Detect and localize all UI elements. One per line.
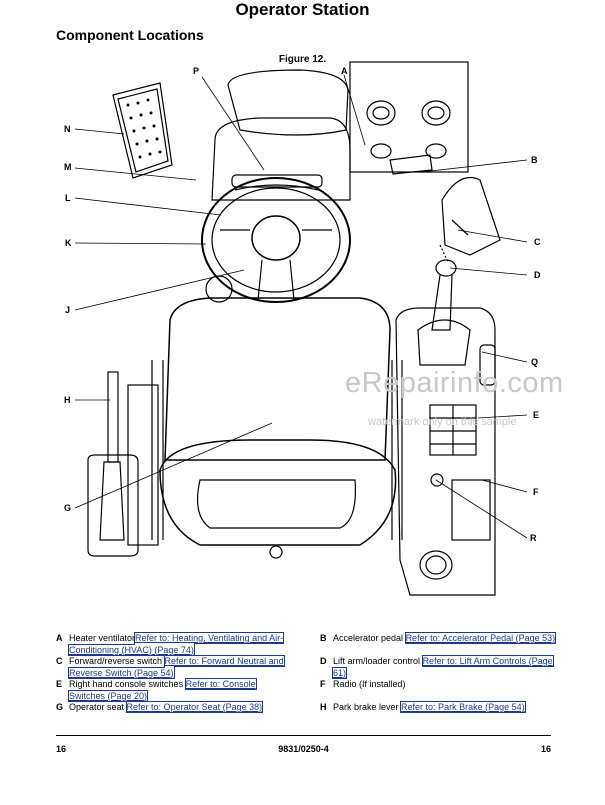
callout-q: Q [531, 357, 539, 367]
legend-text: Operator seat [69, 702, 125, 712]
callout-e: E [533, 410, 540, 420]
callout-j: J [65, 305, 71, 315]
callout-h: H [64, 395, 71, 405]
legend-text: Forward/reverse switch [69, 656, 163, 666]
legend-text: Right hand console switches [69, 679, 184, 689]
legend-key: F [320, 679, 326, 689]
legend-key: D [320, 656, 327, 666]
legend-link[interactable]: Refer to: Operator Seat (Page 38) [125, 701, 264, 713]
footer-page-right: 16 [540, 744, 551, 754]
figure-label: Figure 12. [278, 54, 327, 65]
legend-text: Accelerator pedal [333, 633, 404, 643]
legend-key: E [56, 679, 63, 689]
callout-c: C [534, 237, 541, 247]
legend-link[interactable]: Refer to: Forward Neutral and Reverse Sw… [68, 655, 285, 679]
legend-key: B [320, 633, 327, 643]
watermark-subtext: watermark only on this sample [368, 416, 517, 428]
page-footer: 16 9831/0250-4 16 [56, 735, 551, 754]
legend-link[interactable]: Refer to: Heating, Ventilating and Air-C… [67, 632, 285, 656]
legend-text: Radio (If installed) [333, 679, 406, 689]
callout-r: R [530, 533, 537, 543]
callout-b: B [531, 155, 538, 165]
callout-g: G [64, 503, 72, 513]
page-title: Operator Station [235, 0, 370, 19]
callout-a: A [341, 66, 348, 76]
legend-key: C [56, 656, 63, 666]
callout-d: D [534, 270, 541, 280]
callout-m: M [64, 162, 72, 172]
legend-key: G [56, 702, 64, 712]
pedal-drawing [112, 82, 173, 179]
callout-f: F [533, 487, 539, 497]
legend-link[interactable]: Refer to: Lift Arm Controls (Page 61) [332, 655, 554, 679]
legend-text: Park brake lever [333, 702, 399, 712]
legend-text: Heater ventilator [69, 633, 136, 643]
legend-key: A [56, 633, 63, 643]
section-heading: Component Locations [56, 27, 204, 43]
legend-key: H [320, 702, 327, 712]
legend-text: Lift arm/loader control [333, 656, 421, 666]
legend-link[interactable]: Refer to: Accelerator Pedal (Page 53) [404, 632, 557, 644]
legend-link[interactable]: Refer to: Park Brake (Page 54) [400, 701, 526, 713]
footer-doc-number: 9831/0250-4 [278, 744, 329, 754]
operator-station-illustration [74, 61, 528, 596]
watermark-text: eRepairinfo.com [345, 367, 564, 399]
callout-l: L [65, 193, 71, 203]
footer-page-left: 16 [56, 744, 67, 754]
callout-p: P [193, 66, 200, 76]
legend-link[interactable]: Refer to: Console Switches (Page 20) [68, 678, 257, 702]
callout-n: N [64, 124, 71, 134]
callout-k: K [65, 238, 72, 248]
